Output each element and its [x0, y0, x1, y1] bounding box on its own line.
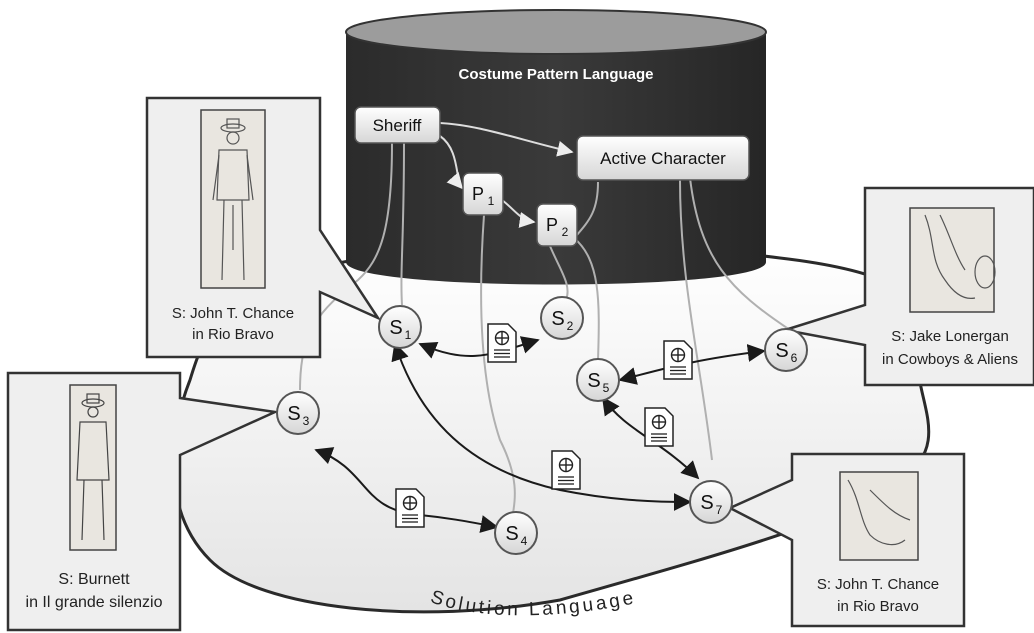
callout-burnett-line1: S: Burnett: [58, 571, 130, 588]
callout-lonergan-line2: in Cowboys & Aliens: [882, 351, 1018, 368]
solution-letter-s5: S: [587, 370, 600, 392]
callout-lonergan: S: Jake Lonergan in Cowboys & Aliens: [784, 186, 1034, 387]
callout-chance-bottom-line2: in Rio Bravo: [837, 598, 919, 615]
pattern-node-active-character[interactable]: Active Character: [576, 135, 750, 181]
costume-sketch-image: [69, 384, 117, 551]
costume-sketch-image: [839, 471, 919, 561]
link-p2-s5: [573, 237, 600, 361]
solution-sub-s1: 1: [405, 328, 412, 342]
pattern-node-p1[interactable]: P 1: [462, 172, 504, 216]
document-plus-icon: [644, 407, 674, 447]
link-active-s7: [679, 179, 713, 461]
callout-chance-bottom-line1: S: John T. Chance: [817, 576, 939, 593]
document-plus-icon: [395, 488, 425, 528]
pattern-sub-p1: 1: [488, 194, 495, 208]
callout-burnett-line2: in Il grande silenzio: [26, 594, 163, 611]
callout-lonergan-line1: S: Jake Lonergan: [891, 328, 1009, 345]
figure-sketch: [212, 118, 254, 281]
link-p2-s2: [549, 245, 569, 301]
solution-node-s5[interactable]: S 5: [576, 358, 620, 402]
pattern-label-sheriff: Sheriff: [373, 116, 422, 135]
callout-chance-top: S: John T. Chance in Rio Bravo: [145, 96, 382, 359]
pattern-label-p1: P: [472, 184, 484, 204]
callout-chance-top-line2: in Rio Bravo: [192, 326, 274, 343]
callout-burnett: S: Burnett in Il grande silenzio: [6, 371, 280, 632]
solution-letter-s1: S: [389, 317, 402, 339]
pattern-label-active: Active Character: [600, 149, 726, 168]
pattern-language-title: Costume Pattern Language: [458, 66, 653, 83]
solution-letter-s3: S: [287, 403, 300, 425]
pattern-sub-p2: 2: [562, 225, 569, 239]
pattern-language-cylinder: Costume Pattern Language: [345, 9, 767, 285]
solution-letter-s4: S: [505, 523, 518, 545]
arrow-s1-s7: [391, 342, 692, 511]
solution-sub-s6: 6: [791, 351, 798, 365]
hand-sketch: [847, 479, 911, 546]
relation-p1-p2: [501, 199, 536, 228]
solution-node-s1[interactable]: S 1: [378, 305, 422, 349]
costume-sketch-image: [909, 207, 995, 313]
document-plus-icon: [663, 340, 693, 380]
figure-sketch: [76, 393, 110, 541]
link-active-p2: [575, 181, 599, 237]
callout-chance-top-line1: S: John T. Chance: [172, 305, 294, 322]
solution-sub-s5: 5: [603, 381, 610, 395]
solution-node-s2[interactable]: S 2: [540, 296, 584, 340]
callout-chance-bottom: S: John T. Chance in Rio Bravo: [727, 452, 966, 628]
document-plus-icon: [551, 450, 581, 490]
relation-sheriff-p1: [439, 135, 464, 190]
solution-sub-s4: 4: [521, 534, 528, 548]
link-active-s6: [689, 177, 791, 331]
pattern-relations: [439, 122, 574, 228]
pattern-label-p2: P: [546, 215, 558, 235]
solution-letter-s2: S: [551, 308, 564, 330]
link-sheriff-s1: [400, 142, 405, 306]
solution-node-s7[interactable]: S 7: [689, 480, 733, 524]
solution-sub-s2: 2: [567, 319, 574, 333]
solution-node-s6[interactable]: S 6: [764, 328, 808, 372]
solution-node-s3[interactable]: S 3: [276, 391, 320, 435]
solution-letter-s7: S: [700, 492, 713, 514]
pattern-node-p2[interactable]: P 2: [536, 203, 578, 247]
solution-sub-s7: 7: [716, 503, 723, 517]
costume-sketch-image: [200, 109, 266, 289]
arm-sketch: [924, 214, 996, 300]
document-plus-icon: [487, 323, 517, 363]
relation-sheriff-active: [439, 122, 574, 157]
solution-sub-s3: 3: [303, 414, 310, 428]
solution-letter-s6: S: [775, 340, 788, 362]
pattern-node-sheriff[interactable]: Sheriff: [354, 106, 441, 144]
solution-node-s4[interactable]: S 4: [494, 511, 538, 555]
